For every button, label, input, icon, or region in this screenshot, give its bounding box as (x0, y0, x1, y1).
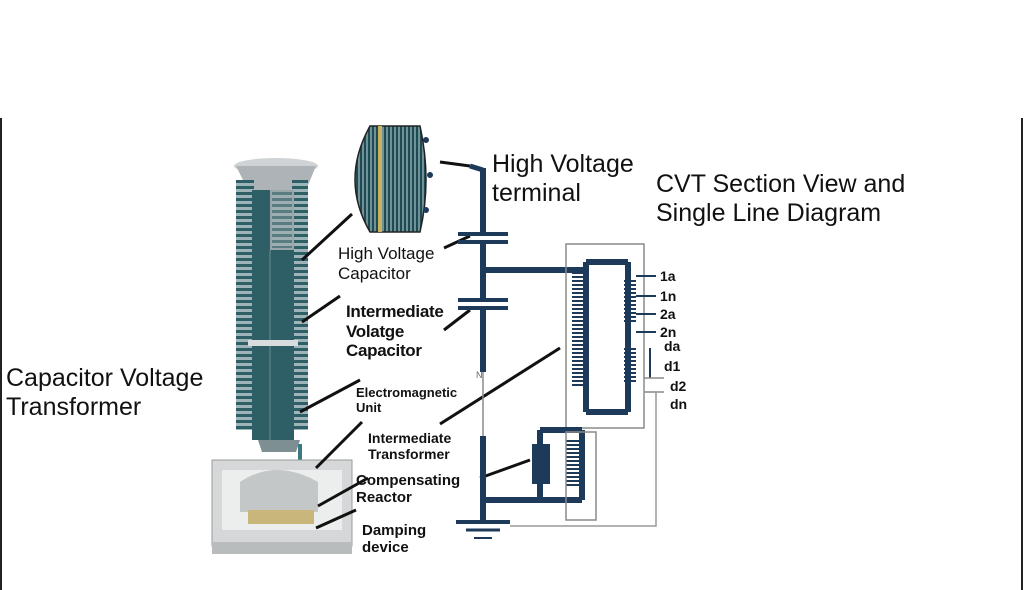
terminal-da: da (664, 338, 681, 354)
terminal-dn: dn (670, 396, 688, 412)
label-intermediate-transformer: Intermediate Transformer (368, 430, 452, 463)
label-capacitor-voltage-transformer: Capacitor Voltage Transformer (6, 364, 204, 421)
terminal-1a: 1a (660, 268, 676, 284)
label-high-voltage-terminal: High Voltage terminal (492, 150, 634, 207)
terminal-1n: 1n (660, 288, 677, 304)
terminal-2n: 2n (660, 324, 677, 340)
terminal-d2: d2 (670, 378, 687, 394)
left-edge-line (0, 118, 2, 590)
label-electromagnetic-unit: Electromagnetic Unit (356, 385, 458, 415)
label-compensating-reactor: Compensating Reactor (356, 472, 461, 507)
label-damping-device: Damping device (362, 522, 427, 557)
label-neutral-mark: N (476, 370, 483, 380)
terminal-d1: d1 (664, 358, 681, 374)
right-edge-line (1021, 118, 1023, 590)
diagram-title: CVT Section View and Single Line Diagram (656, 170, 906, 227)
cvt-column (211, 158, 353, 554)
capacitor-zoom-detail (354, 125, 433, 233)
pointer-lines (299, 160, 561, 530)
single-line-diagram (456, 163, 664, 539)
label-intermediate-voltage-capacitor: Intermediate Volatge Capacitor (346, 302, 444, 361)
label-high-voltage-capacitor: High Voltage Capacitor (338, 244, 435, 283)
terminal-2a: 2a (660, 306, 676, 322)
